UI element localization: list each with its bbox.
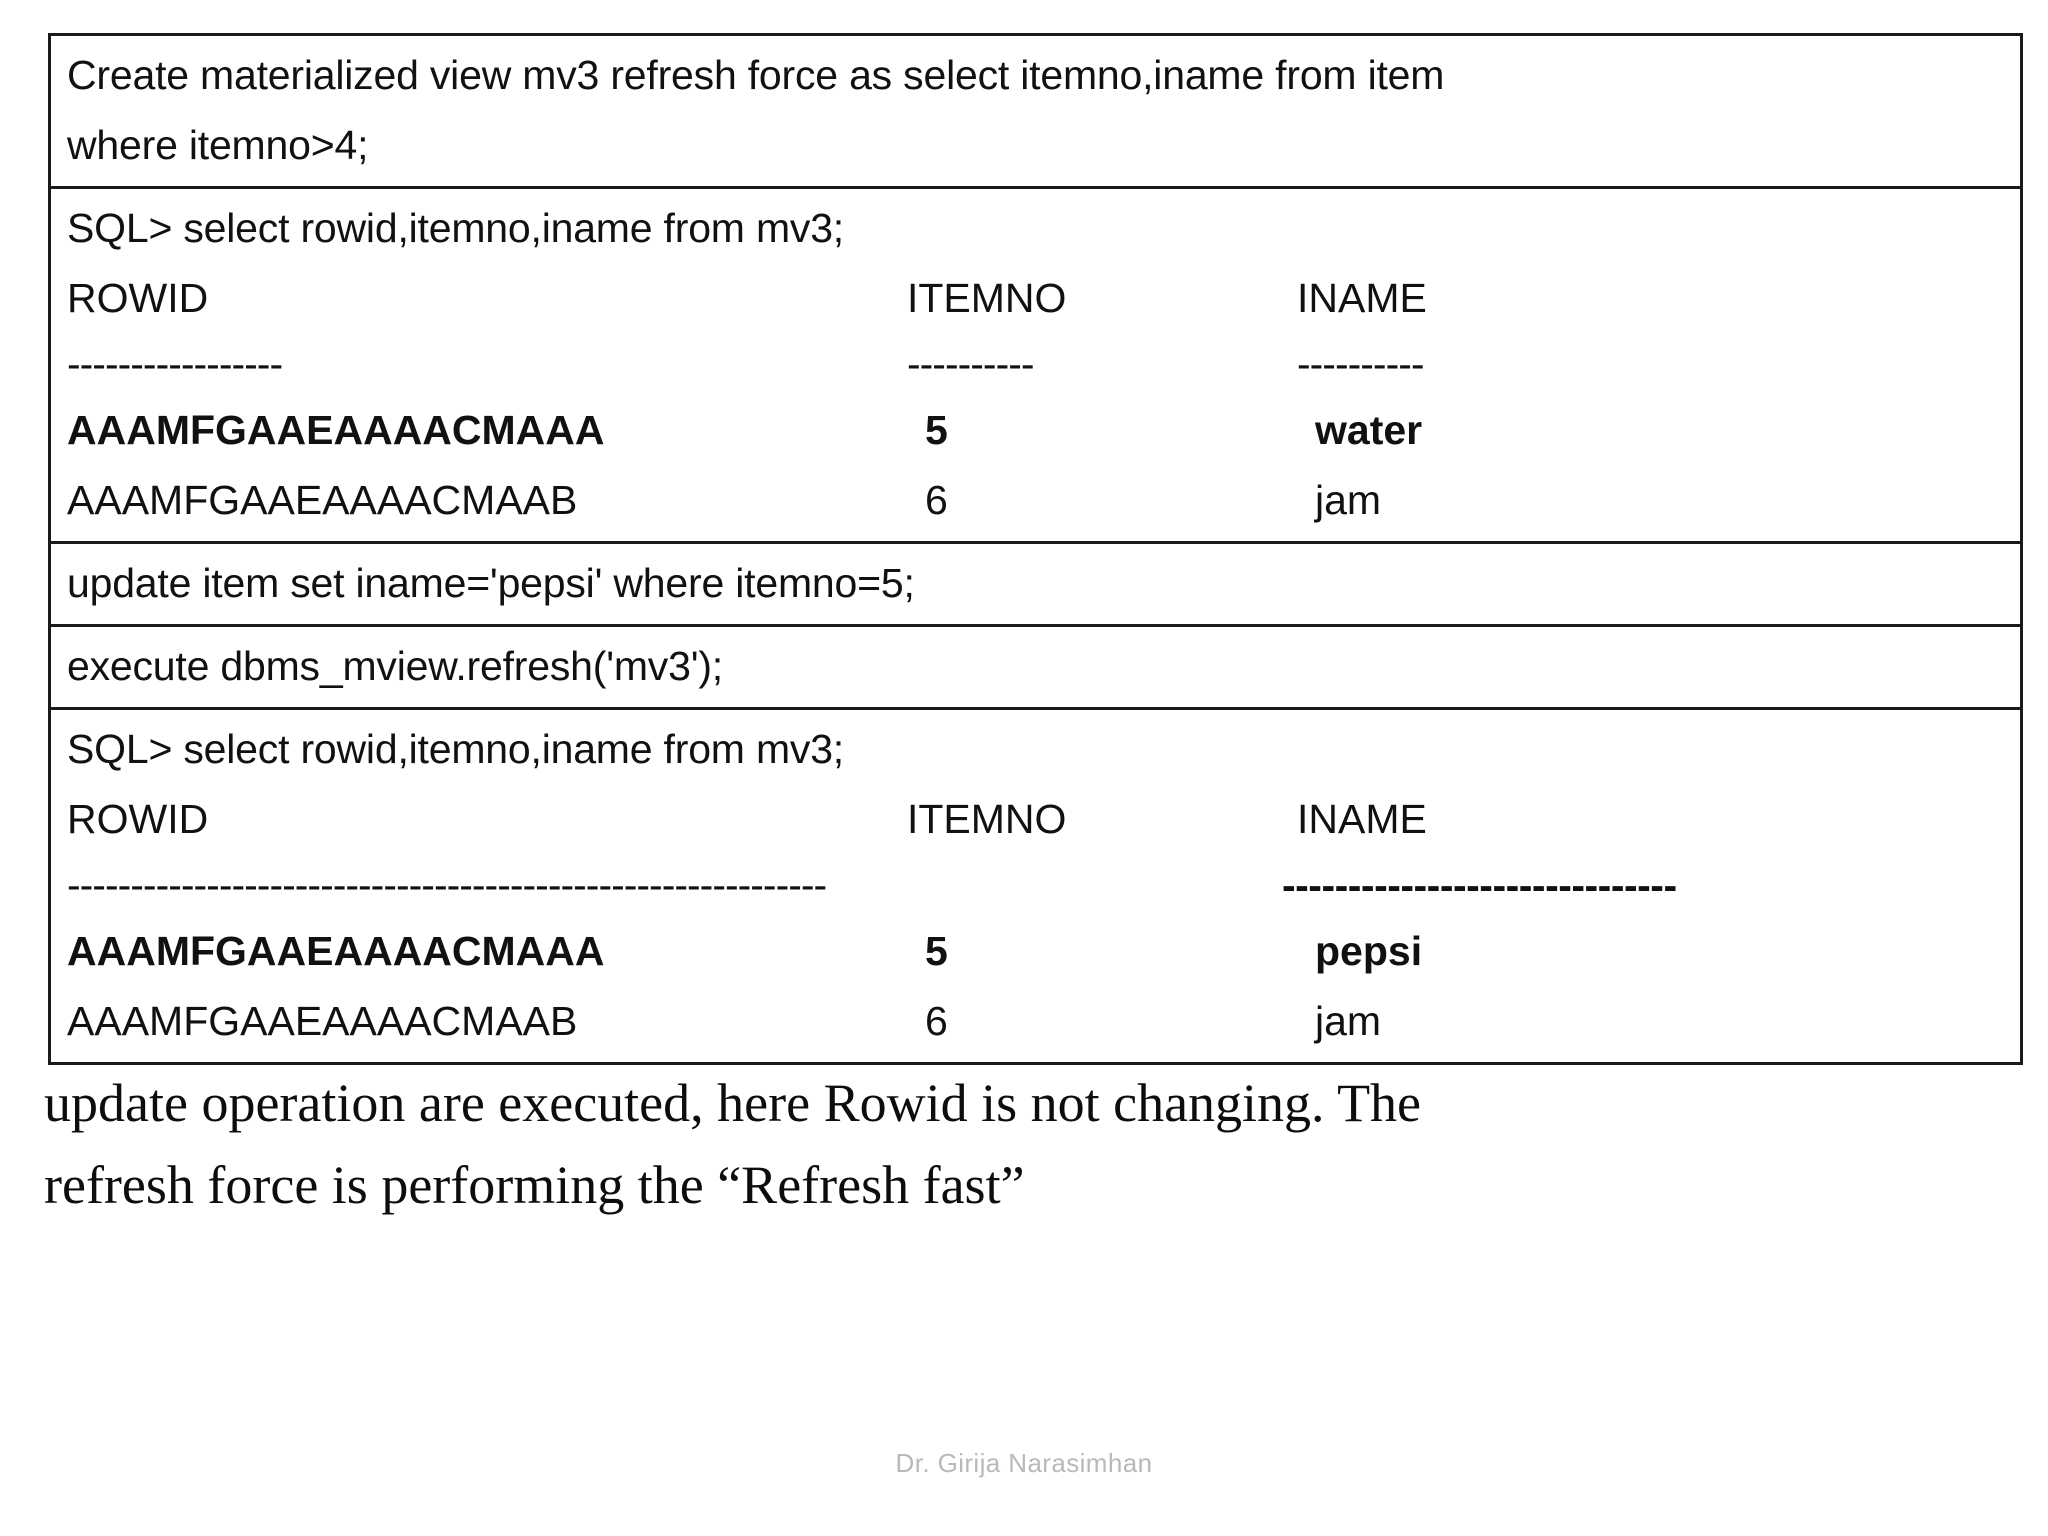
cell-iname: jam: [1315, 998, 1382, 1044]
cell-iname: jam: [1315, 477, 1382, 523]
cell-itemno: 5: [925, 928, 948, 974]
cell-rowid: AAAMFGAAEAAAACMAAA: [67, 928, 605, 974]
update-statement-line: update item set iname='pepsi' where item…: [67, 560, 915, 606]
header-itemno: ITEMNO: [907, 275, 1067, 321]
block-update-statement: update item set iname='pepsi' where item…: [51, 544, 2020, 627]
explanation-paragraph: update operation are executed, here Rowi…: [44, 1062, 1924, 1226]
block-second-select: SQL> select rowid,itemno,iname from mv3;…: [51, 710, 2020, 1062]
separator-bold: ------------------------------: [1282, 862, 1677, 908]
create-mv-line-2: where itemno>4;: [67, 122, 369, 168]
cell-itemno: 6: [925, 998, 948, 1044]
separator-rowid: -----------------: [67, 341, 283, 387]
separator-iname: ----------: [1297, 341, 1425, 387]
first-select-separator-row: ----------------- ---------- ----------: [51, 333, 2020, 395]
cell-itemno: 5: [925, 407, 948, 453]
table-row: AAAMFGAAEAAAACMAAA 5 pepsi: [51, 916, 2020, 986]
table-row: AAAMFGAAEAAAACMAAA 5 water: [51, 395, 2020, 465]
explanation-line-1: update operation are executed, here Rowi…: [44, 1073, 1422, 1133]
create-mv-line-1: Create materialized view mv3 refresh for…: [67, 52, 1445, 98]
footer-credit: Dr. Girija Narasimhan: [895, 1448, 1153, 1478]
header-iname: INAME: [1297, 275, 1427, 321]
second-select-header-row: ROWID ITEMNO INAME: [51, 784, 2020, 854]
table-row: AAAMFGAAEAAAACMAAB 6 jam: [51, 465, 2020, 535]
second-select-separator-row: ----------------------------------------…: [51, 854, 2020, 916]
second-select-command: SQL> select rowid,itemno,iname from mv3;: [67, 726, 844, 772]
execute-statement-line: execute dbms_mview.refresh('mv3');: [67, 643, 723, 689]
header-rowid: ROWID: [67, 275, 209, 321]
first-select-header-row: ROWID ITEMNO INAME: [51, 263, 2020, 333]
header-rowid: ROWID: [67, 796, 209, 842]
header-itemno: ITEMNO: [907, 796, 1067, 842]
cell-rowid: AAAMFGAAEAAAACMAAB: [67, 477, 578, 523]
cell-rowid: AAAMFGAAEAAAACMAAA: [67, 407, 605, 453]
block-create-materialized-view: Create materialized view mv3 refresh for…: [51, 36, 2020, 189]
cell-rowid: AAAMFGAAEAAAACMAAB: [67, 998, 578, 1044]
first-select-command: SQL> select rowid,itemno,iname from mv3;: [67, 205, 844, 251]
cell-itemno: 6: [925, 477, 948, 523]
table-row: AAAMFGAAEAAAACMAAB 6 jam: [51, 986, 2020, 1056]
cell-iname: pepsi: [1315, 928, 1423, 974]
separator-long: ----------------------------------------…: [67, 862, 827, 908]
sql-transcript-table: Create materialized view mv3 refresh for…: [48, 33, 2023, 1065]
cell-iname: water: [1315, 407, 1423, 453]
block-first-select: SQL> select rowid,itemno,iname from mv3;…: [51, 189, 2020, 544]
header-iname: INAME: [1297, 796, 1427, 842]
block-execute-statement: execute dbms_mview.refresh('mv3');: [51, 627, 2020, 710]
explanation-line-2: refresh force is performing the “Refresh…: [44, 1155, 1025, 1215]
separator-itemno: ----------: [907, 341, 1035, 387]
